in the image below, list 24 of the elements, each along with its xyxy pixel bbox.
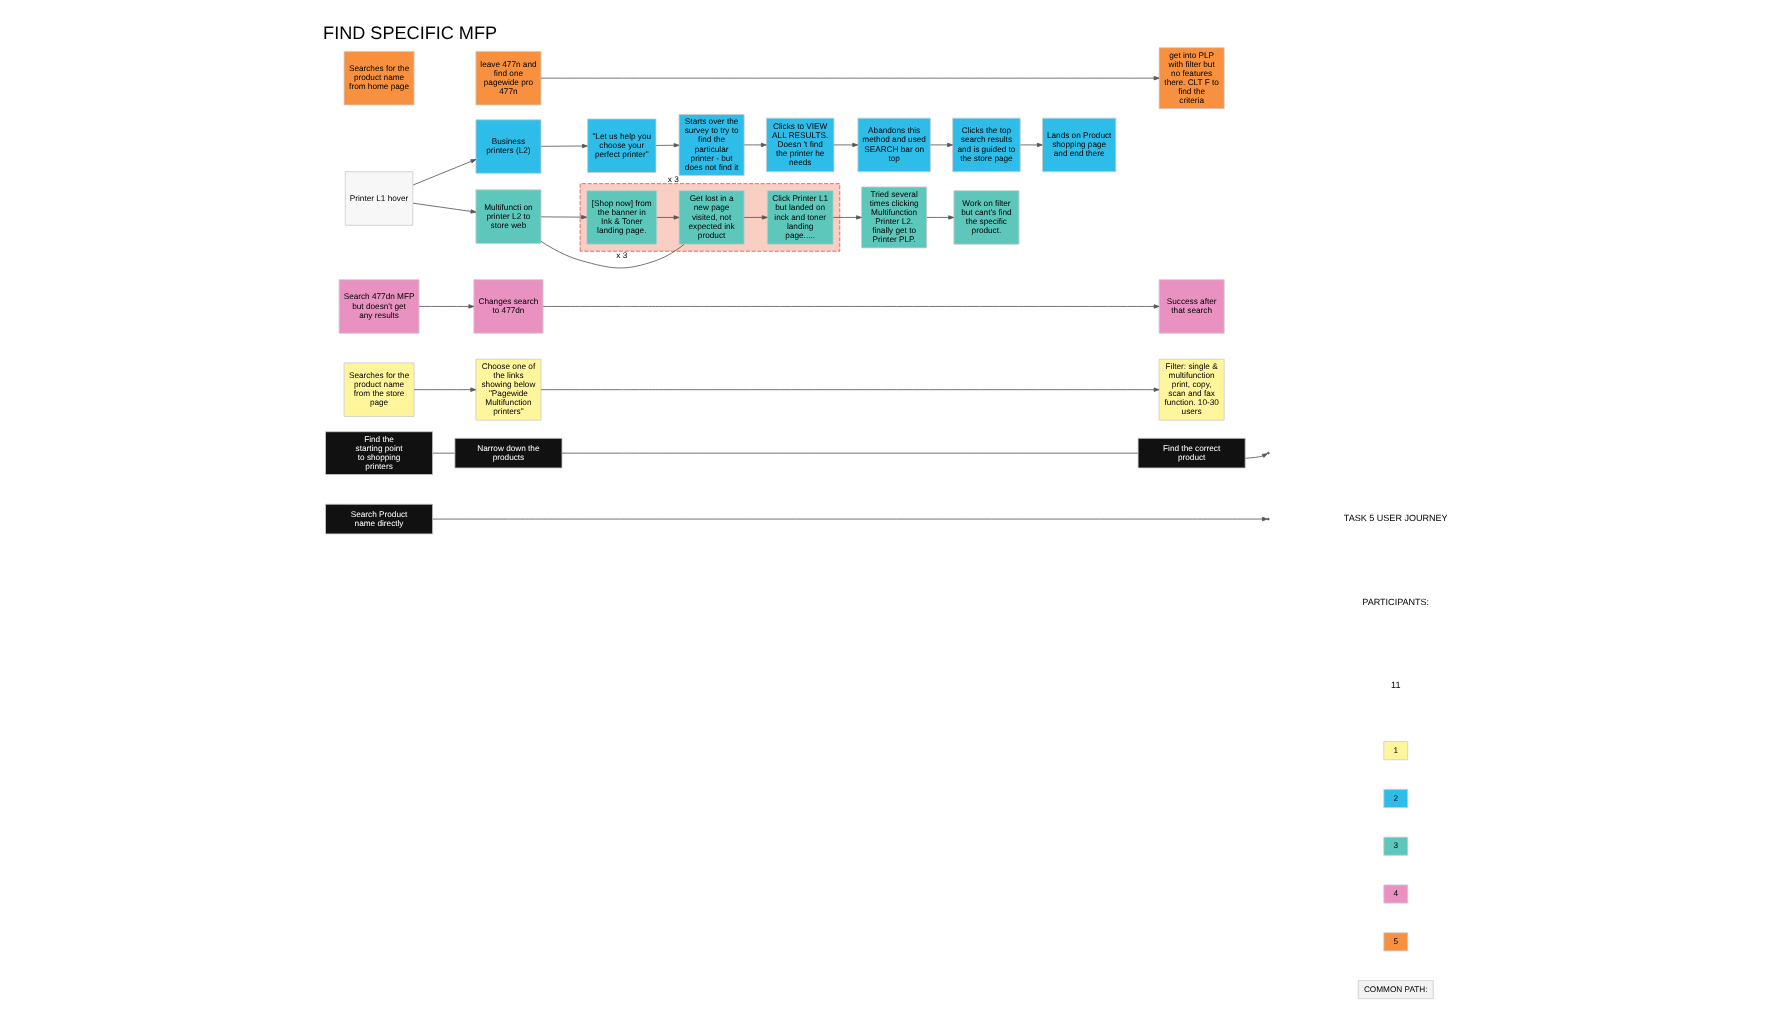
connector (560, 451, 1138, 453)
arrow (742, 214, 767, 219)
arrow (655, 214, 679, 219)
arrow (541, 303, 1159, 308)
arrow (1244, 452, 1267, 458)
arrow (831, 214, 861, 219)
connector (539, 239, 684, 268)
arrow (1019, 141, 1042, 147)
arrow (654, 142, 679, 147)
arrow (539, 75, 1159, 80)
arrow (411, 201, 476, 213)
arrow (539, 214, 586, 219)
arrow (417, 303, 474, 308)
arrow (411, 158, 476, 185)
arrow (929, 141, 952, 147)
arrow (832, 141, 858, 147)
arrow (742, 141, 766, 147)
arrow (539, 386, 1159, 391)
connector (431, 451, 454, 453)
arrow (539, 142, 587, 148)
diagram-title: FIND SPECIFIC MFP (322, 22, 497, 43)
arrow (412, 386, 476, 391)
arrow (431, 515, 1267, 521)
arrow (925, 214, 954, 219)
